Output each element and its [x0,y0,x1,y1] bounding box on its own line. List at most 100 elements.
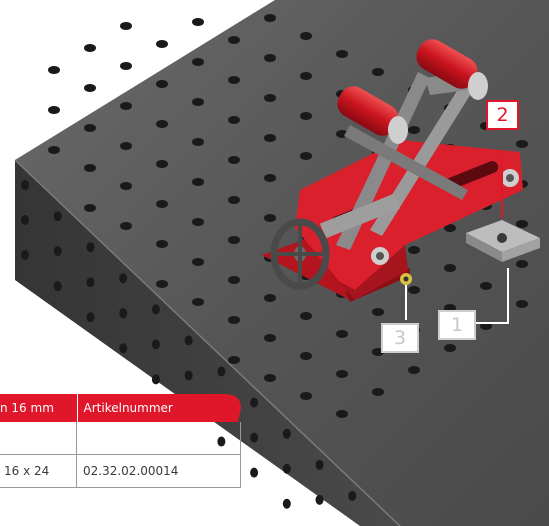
table-hole [192,138,204,146]
side-hole [217,366,226,377]
side-hole [119,343,128,354]
table-hole [300,352,312,360]
side-hole [315,459,324,470]
side-hole [348,490,357,501]
table-hole [120,102,132,110]
table-header-tab [0,394,241,422]
table-hole [264,174,276,182]
side-hole [250,432,259,443]
side-hole [21,215,29,225]
table-hole [372,388,384,396]
side-hole [250,467,259,478]
table-hole [156,240,168,248]
hand-wheel [270,218,330,290]
table-hole [264,374,276,382]
cell-dimension [0,422,76,454]
side-hole [151,374,160,385]
side-hole [315,494,324,505]
table-hole [120,142,132,150]
table-hole [156,120,168,128]
article-table: n 16 mm Artikelnummer 16 x 24 02.32.02.0… [0,394,241,488]
table-hole [336,370,348,378]
table-hole [300,152,312,160]
side-hole [86,277,95,288]
callout-3: 3 [381,323,419,353]
side-hole [53,281,62,292]
table-hole [264,294,276,302]
table-hole [336,410,348,418]
side-hole [250,397,259,408]
roller-clamp-assembly [262,39,540,302]
side-hole [53,211,62,222]
side-hole [119,273,128,284]
cell-article-number: 02.32.02.00014 [76,455,241,487]
leader-lines [405,156,509,324]
table-hole [228,356,240,364]
side-hole [217,436,226,447]
roller-top [416,39,478,89]
table-hole [372,68,384,76]
side-hole [184,335,193,346]
table-hole [84,44,96,52]
roller-middle [337,86,399,136]
table-hole [372,308,384,316]
table-hole [192,58,204,66]
table-hole [120,182,132,190]
side-hole [282,428,291,439]
table-hole [192,18,204,26]
side-hole [21,180,29,190]
table-hole [408,246,420,254]
table-hole [516,260,528,268]
table-hole [84,84,96,92]
table-hole [336,330,348,338]
table-hole [228,196,240,204]
table-hole [264,334,276,342]
table-hole [408,366,420,374]
side-hole [86,242,95,253]
table-hole [264,134,276,142]
table-hole [444,344,456,352]
side-hole [21,250,29,260]
callout-2: 2 [486,100,519,130]
table-row [0,422,241,455]
table-hole [444,264,456,272]
table-hole [156,280,168,288]
header-dimension: n 16 mm [0,401,54,415]
table-hole [228,316,240,324]
cell-dimension: 16 x 24 [4,464,50,478]
table-edge [14,159,401,526]
table-hole [48,106,60,114]
side-hole [282,498,291,509]
side-hole [184,370,193,381]
table-hole [228,236,240,244]
table-hole [192,178,204,186]
table-hole [156,40,168,48]
table-hole [336,50,348,58]
table-hole [156,160,168,168]
table-hole [264,14,276,22]
table-hole [408,126,420,134]
header-article-number: Artikelnummer [76,394,241,422]
table-hole [84,204,96,212]
table-row: 16 x 24 02.32.02.00014 [0,455,241,488]
table-hole [192,98,204,106]
table-hole [264,214,276,222]
table-hole [48,66,60,74]
table-hole [192,258,204,266]
table-hole [516,300,528,308]
table-hole [264,54,276,62]
table-hole [408,286,420,294]
table-hole [444,224,456,232]
table-hole [120,62,132,70]
table-hole [228,36,240,44]
table-hole [156,80,168,88]
table-hole [48,146,60,154]
table-hole [228,276,240,284]
side-hole [282,463,291,474]
table-hole [300,72,312,80]
table-hole [120,22,132,30]
table-hole [480,282,492,290]
table-hole [228,156,240,164]
table-hole [228,76,240,84]
